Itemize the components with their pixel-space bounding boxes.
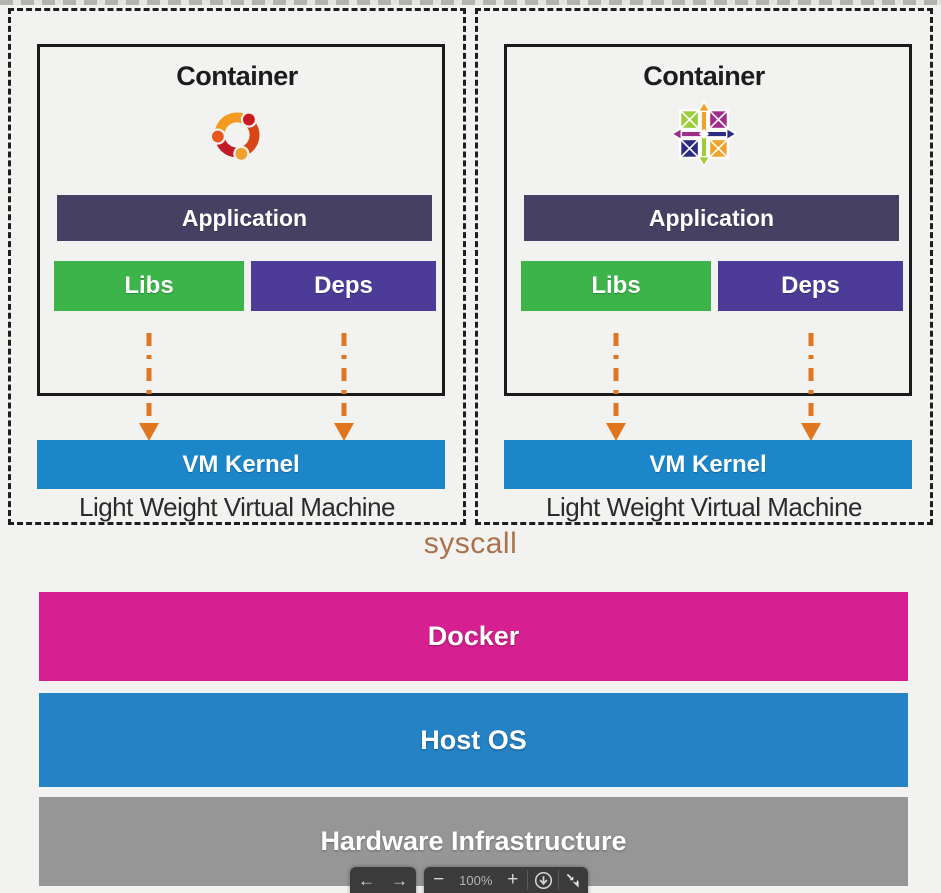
vm-kernel-bar: VM Kernel [37,440,445,489]
next-page-button[interactable]: → [383,867,416,893]
zoom-toolbar: − 100% + [424,867,588,893]
application-bar: Application [524,195,899,241]
collapse-view-button[interactable] [559,867,588,893]
docker-label: Docker [427,621,520,651]
right-arrow-icon: → [391,871,408,890]
hardware-label: Hardware Infrastructure [320,826,627,856]
container-title: Container [176,61,298,91]
deps-bar: Deps [251,261,436,311]
docker-layer-bar: Docker [39,592,908,681]
toolbar-divider [557,870,559,890]
page-nav-toolbar: ← → [350,867,416,893]
container-box [504,44,912,396]
zoom-in-button[interactable]: + [498,867,527,893]
lightweight-vm-caption: Light Weight Virtual Machine [78,492,396,522]
lightweight-vm-caption: Light Weight Virtual Machine [545,492,863,522]
syscall-arrow-icon [606,333,626,441]
cutoff-dashed-border [0,0,941,5]
syscall-label: syscall [423,527,518,560]
libs-bar: Libs [54,261,244,311]
vm-kernel-label: VM Kernel [182,450,300,478]
deps-label: Deps [314,272,373,299]
host-os-label: Host OS [420,724,527,755]
libs-label: Libs [124,272,174,299]
application-bar: Application [57,195,432,241]
ubuntu-logo-icon [202,99,272,176]
application-label: Application [648,204,775,231]
vm-kernel-label: VM Kernel [649,450,767,478]
application-label: Application [181,204,308,231]
left-arrow-icon: ← [358,871,375,890]
container-box [37,44,445,396]
syscall-arrow-icon [334,333,354,441]
lightweight-vm-panel-ubuntu: Container Application Libs Deps VM Kerne… [8,8,466,525]
zoom-out-button[interactable]: − [424,867,453,893]
host-os-layer-bar: Host OS [39,693,908,787]
deps-label: Deps [781,272,840,299]
zoom-level-display: 100% [459,872,493,888]
download-icon [534,871,552,889]
vm-kernel-bar: VM Kernel [504,440,912,489]
libs-bar: Libs [521,261,711,311]
lightweight-vm-panel-centos: Container [475,8,933,525]
minus-icon: − [433,869,445,890]
toolbar-divider [527,870,529,890]
syscall-arrow-icon [801,333,821,441]
plus-icon: + [507,869,519,890]
collapse-arrows-icon [566,873,579,888]
container-title: Container [643,61,765,91]
previous-page-button[interactable]: ← [350,867,383,893]
libs-label: Libs [591,272,641,299]
centos-logo-icon [670,99,738,174]
download-button[interactable] [528,867,557,893]
deps-bar: Deps [718,261,903,311]
syscall-arrow-icon [139,333,159,441]
